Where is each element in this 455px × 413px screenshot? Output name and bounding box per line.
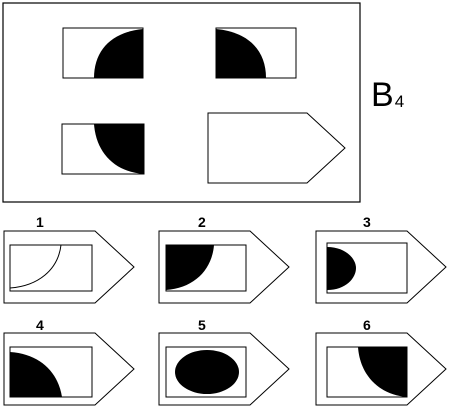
puzzle-id-letter: B — [371, 76, 394, 114]
black-quarter-shape — [358, 347, 407, 397]
matrix-missing-cell — [207, 112, 346, 184]
option-number-3: 3 — [363, 214, 371, 230]
puzzle-id-label: B4 — [371, 76, 405, 114]
black-quarter-shape — [94, 124, 144, 174]
option-2[interactable] — [158, 230, 290, 304]
option-number-2: 2 — [198, 214, 206, 230]
matrix-cell-bottom-left — [61, 123, 145, 175]
option-1[interactable] — [3, 230, 135, 304]
option-number-1: 1 — [36, 214, 44, 230]
outline-quarter-arc — [9, 244, 62, 289]
option-5[interactable] — [158, 332, 290, 406]
option-number-6: 6 — [363, 317, 371, 333]
option-3[interactable] — [315, 230, 447, 304]
puzzle-id-number: 4 — [394, 92, 405, 111]
option-4[interactable] — [3, 332, 135, 406]
black-ellipse — [175, 350, 239, 394]
black-quarter-shape — [216, 29, 266, 78]
matrix-cell-top-right — [215, 27, 297, 79]
option-number-4: 4 — [36, 317, 44, 333]
option-number-5: 5 — [198, 317, 206, 333]
black-quarter-shape — [166, 245, 214, 290]
black-quarter-shape — [94, 29, 143, 78]
option-6[interactable] — [315, 332, 447, 406]
matrix-cell-top-left — [62, 27, 144, 79]
black-quarter-shape — [10, 352, 62, 397]
black-half-disc — [327, 247, 356, 290]
